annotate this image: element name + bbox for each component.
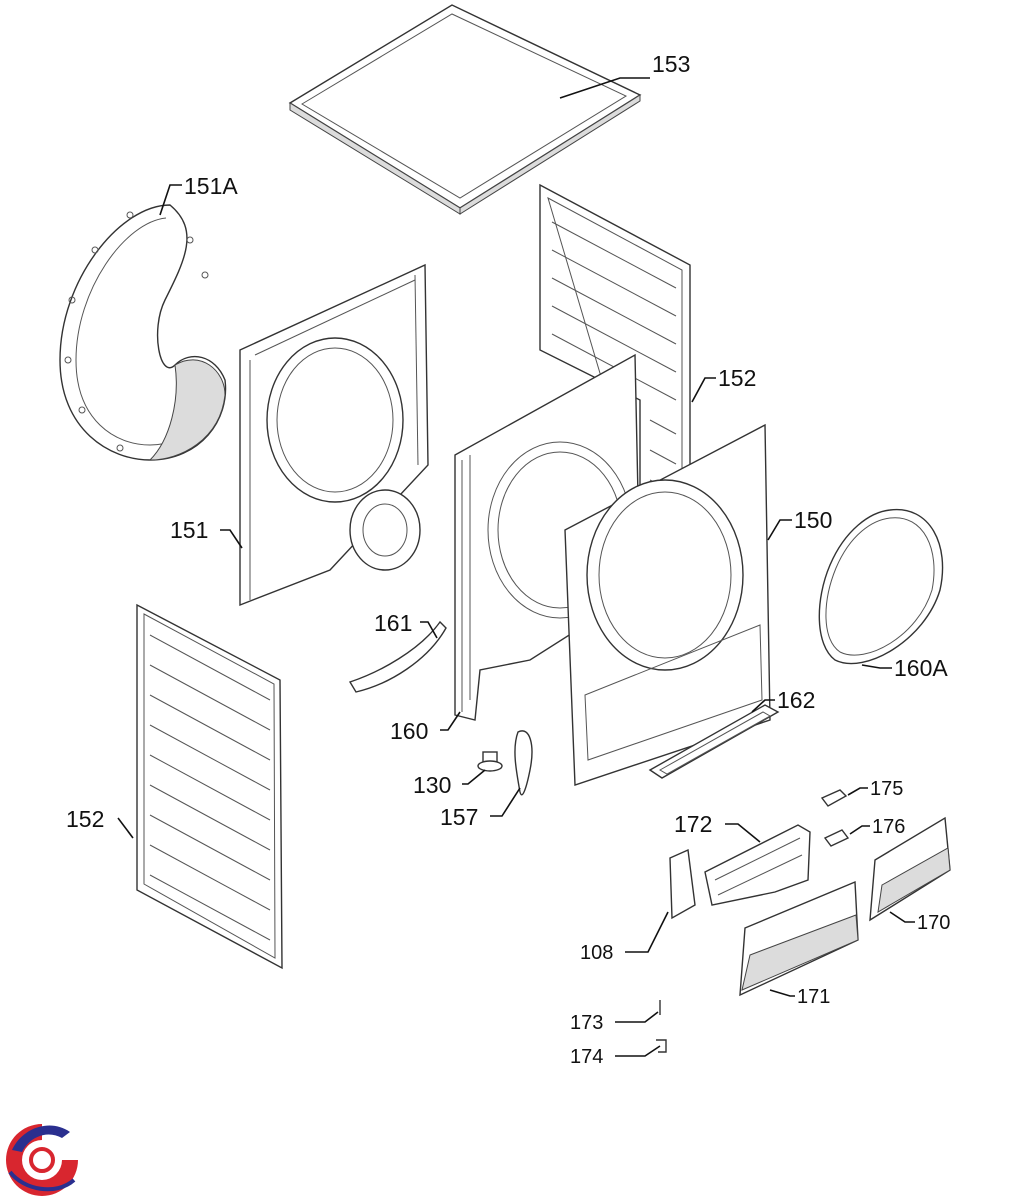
part-151-rear-frame xyxy=(239,263,429,607)
label-160: 160 xyxy=(390,718,428,744)
part-161-strip xyxy=(348,620,447,693)
label-152-top: 152 xyxy=(718,365,756,391)
part-152-side-panel-left xyxy=(136,603,283,970)
leader-150 xyxy=(767,519,792,541)
label-157: 157 xyxy=(440,804,478,830)
label-161: 161 xyxy=(374,610,412,636)
leader-174 xyxy=(615,1045,661,1057)
part-175-clip xyxy=(820,789,848,807)
leader-173 xyxy=(615,1011,659,1023)
leader-172 xyxy=(725,823,761,843)
part-160A-door-seal xyxy=(818,508,944,665)
label-160A: 160A xyxy=(894,655,948,681)
leader-162 xyxy=(751,699,775,713)
leader-176 xyxy=(849,825,870,835)
part-172-duct xyxy=(704,824,811,906)
part-171-panel xyxy=(739,880,859,997)
leader-157 xyxy=(490,787,521,817)
leader-152-left xyxy=(117,817,134,839)
leader-130 xyxy=(462,769,486,785)
label-130: 130 xyxy=(413,772,451,798)
leader-175 xyxy=(847,787,868,796)
label-162: 162 xyxy=(777,687,815,713)
leader-160A xyxy=(861,664,892,669)
leader-171 xyxy=(769,989,795,997)
part-162-tray xyxy=(648,704,780,779)
label-153: 153 xyxy=(652,51,690,77)
leader-151A xyxy=(159,184,182,216)
label-173: 173 xyxy=(570,1012,603,1034)
leader-108 xyxy=(625,911,669,953)
label-171: 171 xyxy=(797,986,830,1008)
label-108: 108 xyxy=(580,942,613,964)
part-130-foot xyxy=(477,751,503,772)
part-150-front-panel xyxy=(564,423,771,786)
leader-151 xyxy=(220,529,243,549)
part-157-bracket xyxy=(514,730,533,796)
leader-161 xyxy=(420,621,438,639)
leader-lines xyxy=(117,77,915,1057)
part-170-panel xyxy=(869,816,951,922)
brand-logo-icon xyxy=(6,1124,78,1196)
leader-152-top xyxy=(691,377,716,403)
label-150: 150 xyxy=(794,507,832,533)
leader-160 xyxy=(440,711,461,731)
leader-153 xyxy=(559,77,650,99)
label-174: 174 xyxy=(570,1046,603,1068)
leader-170 xyxy=(889,911,915,923)
label-172: 172 xyxy=(674,811,712,837)
part-176-clip xyxy=(823,829,850,847)
part-108-bracket xyxy=(669,848,696,920)
label-151A: 151A xyxy=(184,173,238,199)
label-176: 176 xyxy=(872,816,905,838)
part-153-top-cover xyxy=(288,4,642,215)
label-175: 175 xyxy=(870,778,903,800)
label-152-left: 152 xyxy=(66,806,104,832)
part-151A-rear-duct xyxy=(59,204,227,461)
part-labels: 153 151A 152 151 150 160A 161 160 162 13… xyxy=(66,51,950,1068)
label-151: 151 xyxy=(170,517,208,543)
label-170: 170 xyxy=(917,912,950,934)
part-174-clip xyxy=(656,1039,667,1053)
